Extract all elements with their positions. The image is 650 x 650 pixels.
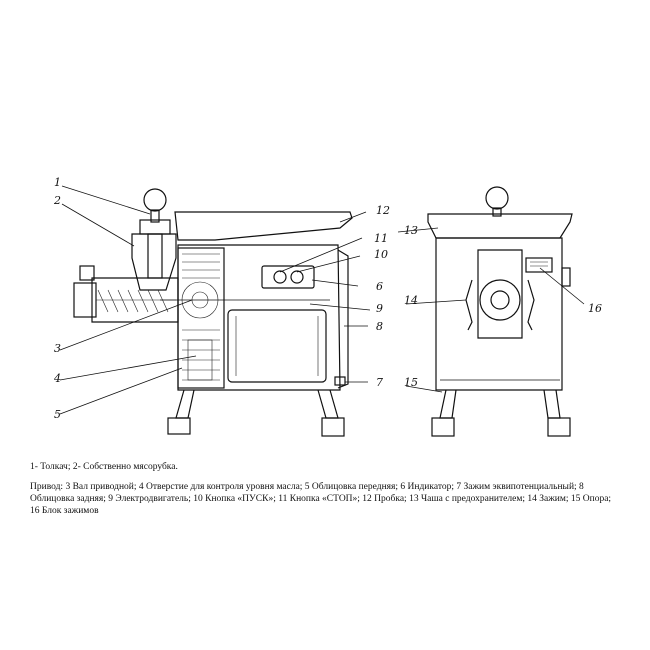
leader-14 — [405, 299, 467, 305]
side-gearbox — [177, 247, 225, 389]
front-outlet-core — [490, 290, 510, 310]
front-clamp-left — [465, 279, 473, 331]
callout-16: 16 — [588, 302, 602, 315]
side-pusher-stem — [150, 209, 160, 223]
side-leg-front — [175, 389, 195, 419]
caption-parts: 1- Толкач; 2- Собственно мясорубка. — [30, 462, 178, 472]
leader-6 — [311, 279, 359, 287]
leader-10 — [296, 255, 361, 273]
callout-5: 5 — [54, 408, 61, 421]
start-button-icon — [290, 270, 304, 284]
callout-7: 7 — [376, 376, 383, 389]
callout-6: 6 — [376, 280, 383, 293]
side-motor — [227, 309, 327, 383]
leader-1 — [61, 185, 151, 215]
side-pusher-knob — [143, 188, 167, 212]
front-pusher-knob — [485, 186, 509, 210]
front-side-plug — [561, 267, 571, 287]
side-rear-cover — [337, 249, 349, 389]
leader-15 — [405, 385, 443, 393]
side-foot-front — [167, 417, 191, 435]
side-hopper-neck — [131, 233, 177, 291]
side-grinder-head — [73, 282, 97, 318]
side-bowl — [174, 211, 353, 241]
callout-1: 1 — [54, 176, 61, 189]
callout-12: 12 — [376, 204, 390, 217]
callout-4: 4 — [53, 372, 61, 385]
callout-numbers: 1 2 3 4 5 6 7 8 9 10 11 12 13 14 15 16 — [53, 176, 602, 421]
front-pusher-stem — [492, 207, 502, 217]
side-auger-screw — [96, 289, 176, 313]
front-housing — [435, 237, 563, 391]
stop-button-icon — [273, 270, 287, 284]
front-bowl — [427, 213, 573, 239]
front-foot-left — [431, 417, 455, 437]
leader-lines — [59, 185, 585, 415]
side-housing — [177, 244, 341, 391]
callout-2: 2 — [53, 194, 61, 207]
side-control-panel — [261, 265, 315, 289]
front-foot-right — [547, 417, 571, 437]
side-pusher-tube — [147, 233, 163, 279]
callout-8: 8 — [376, 320, 383, 333]
front-leg-right — [543, 389, 561, 419]
callout-15: 15 — [404, 376, 418, 389]
side-leg-rear — [317, 389, 339, 419]
side-ground-terminal — [334, 376, 346, 386]
leader-12 — [339, 211, 367, 223]
leader-5 — [59, 367, 183, 415]
caption-drive-parts: Привод: 3 Вал приводной; 4 Отверстие для… — [30, 482, 612, 516]
leader-4 — [59, 355, 197, 381]
side-gearbox-hatch — [181, 253, 220, 381]
callout-13: 13 — [404, 224, 418, 237]
callout-3: 3 — [54, 342, 61, 355]
leader-9 — [309, 303, 371, 311]
side-motor-fins — [235, 316, 319, 376]
leader-16 — [539, 267, 585, 305]
leader-3 — [59, 299, 193, 351]
side-foot-rear — [321, 417, 345, 437]
callout-10: 10 — [374, 248, 388, 261]
front-leg-left — [439, 389, 457, 419]
callout-9: 9 — [376, 302, 383, 315]
side-view — [73, 188, 353, 437]
callout-11: 11 — [374, 232, 388, 245]
leader-2 — [61, 203, 135, 247]
side-head-ring — [79, 265, 95, 281]
front-terminal-block-detail — [530, 261, 548, 267]
leader-11 — [279, 237, 363, 273]
callout-14: 14 — [404, 294, 418, 307]
front-outlet-ring — [479, 279, 521, 321]
front-clamp-right — [527, 279, 535, 331]
leader-13 — [397, 227, 439, 233]
front-gearbox-plate — [477, 249, 523, 339]
front-view — [427, 186, 573, 437]
front-terminal-block — [525, 257, 553, 273]
